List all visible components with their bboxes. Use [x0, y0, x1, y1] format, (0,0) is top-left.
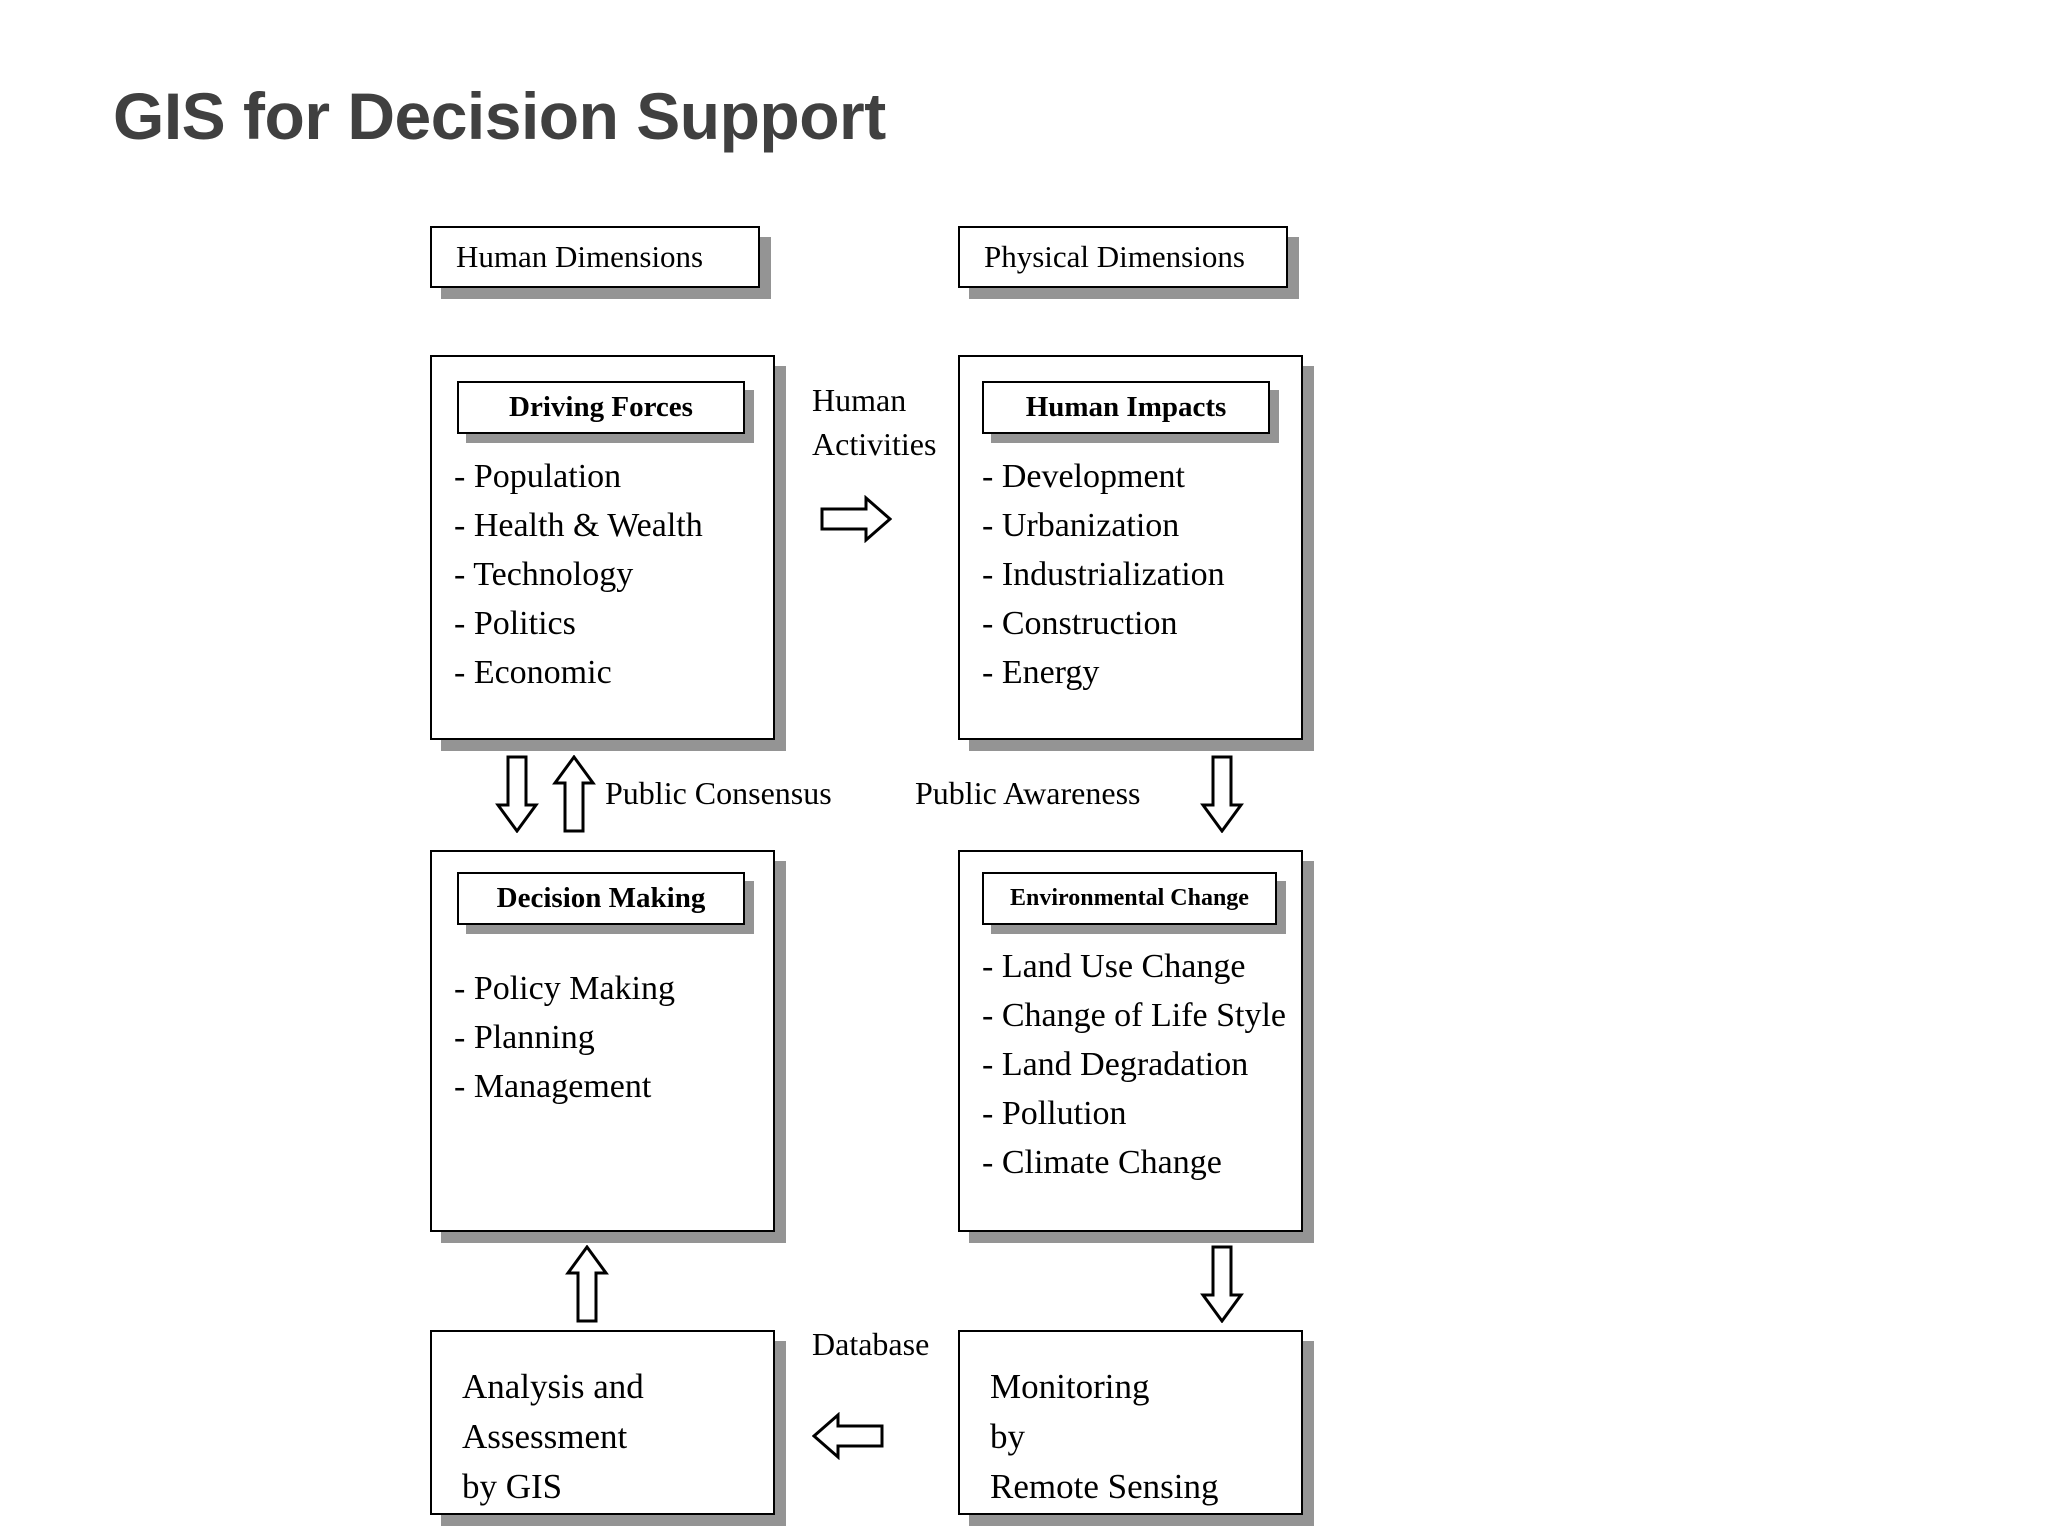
label-human-activities-line2: Activities — [812, 426, 937, 462]
header-box-physical-dimensions: Physical Dimensions — [958, 226, 1288, 288]
list-item: - Urbanization — [982, 507, 1180, 544]
list-item: - Industrialization — [982, 556, 1225, 593]
arrow-right-human-activities — [820, 495, 892, 543]
plate-label-driving-forces: Driving Forces — [509, 391, 693, 423]
plate-decision-making: Decision Making — [457, 872, 745, 925]
list-item: - Development — [982, 458, 1185, 495]
text-line: Analysis and — [462, 1367, 644, 1406]
box-decision-making: Decision Making - Policy Making - Planni… — [430, 850, 775, 1232]
label-human-activities-line1: Human — [812, 382, 907, 418]
plate-label-environmental-change: Environmental Change — [1010, 885, 1249, 911]
list-item: - Construction — [982, 605, 1178, 642]
text-line: Remote Sensing — [990, 1467, 1219, 1506]
arrow-up-public-consensus — [552, 755, 596, 833]
text-line: Monitoring — [990, 1367, 1150, 1406]
box-driving-forces: Driving Forces - Population - Health & W… — [430, 355, 775, 740]
arrow-left-database — [812, 1412, 884, 1460]
arrow-down-public-awareness — [1200, 755, 1244, 833]
box-analysis-by-gis: Analysis and Assessment by GIS — [430, 1330, 775, 1515]
list-item: - Change of Life Style — [982, 997, 1287, 1034]
list-item: - Technology — [454, 556, 634, 593]
plate-human-impacts: Human Impacts — [982, 381, 1270, 434]
list-item: - Climate Change — [982, 1144, 1222, 1181]
header-label-human-dimensions: Human Dimensions — [456, 239, 704, 274]
text-line: by — [990, 1417, 1025, 1456]
text-monitoring-remote-sensing: Monitoring by Remote Sensing — [990, 1362, 1218, 1512]
plate-environmental-change: Environmental Change — [982, 872, 1277, 925]
header-box-human-dimensions: Human Dimensions — [430, 226, 760, 288]
list-decision-making: - Policy Making - Planning - Management — [454, 964, 763, 1111]
arrow-down-decision-feedback — [495, 755, 539, 833]
list-item: - Land Use Change — [982, 948, 1246, 985]
list-item: - Health & Wealth — [454, 507, 703, 544]
label-public-awareness: Public Awareness — [915, 775, 1141, 811]
list-item: - Politics — [454, 605, 576, 642]
box-monitoring-remote-sensing: Monitoring by Remote Sensing — [958, 1330, 1303, 1515]
box-environmental-change: Environmental Change - Land Use Change -… — [958, 850, 1303, 1232]
plate-label-human-impacts: Human Impacts — [1025, 391, 1227, 423]
header-label-physical-dimensions: Physical Dimensions — [984, 239, 1245, 274]
list-environmental-change: - Land Use Change - Change of Life Style… — [982, 942, 1291, 1187]
list-item: - Policy Making — [454, 970, 675, 1007]
label-public-consensus: Public Consensus — [605, 775, 832, 811]
plate-label-decision-making: Decision Making — [496, 882, 706, 914]
box-human-impacts: Human Impacts - Development - Urbanizati… — [958, 355, 1303, 740]
arrow-up-analysis-to-decision — [565, 1245, 609, 1323]
list-item: - Management — [454, 1068, 652, 1105]
list-item: - Pollution — [982, 1095, 1127, 1132]
text-line: Assessment — [462, 1417, 628, 1456]
list-item: - Land Degradation — [982, 1046, 1249, 1083]
list-driving-forces: - Population - Health & Wealth - Technol… — [454, 452, 763, 697]
list-item: - Energy — [982, 654, 1100, 691]
list-human-impacts: - Development - Urbanization - Industria… — [982, 452, 1291, 697]
list-item: - Planning — [454, 1019, 595, 1056]
label-database: Database — [812, 1326, 930, 1362]
text-line: by GIS — [462, 1467, 563, 1506]
text-analysis-by-gis: Analysis and Assessment by GIS — [462, 1362, 644, 1512]
list-item: - Population — [454, 458, 622, 495]
arrow-down-monitoring — [1200, 1245, 1244, 1323]
page-title: GIS for Decision Support — [113, 79, 886, 153]
list-item: - Economic — [454, 654, 612, 691]
plate-driving-forces: Driving Forces — [457, 381, 745, 434]
